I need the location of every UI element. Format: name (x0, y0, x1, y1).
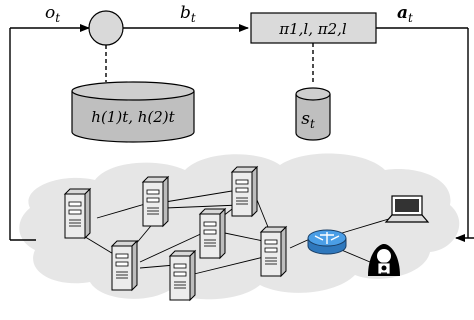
hacker-icon (368, 244, 400, 276)
observation-label: ot (45, 3, 60, 25)
server-icon (199, 208, 226, 259)
server-icon (142, 176, 169, 227)
database-icon (71, 81, 195, 143)
action-label: at (397, 3, 413, 25)
server-icon (260, 226, 287, 277)
server-icon (169, 250, 196, 301)
state-label: st (301, 109, 315, 131)
server-icon (64, 188, 91, 239)
policy-label: π1,l, π2,l (278, 20, 347, 38)
belief-label: bt (180, 3, 196, 25)
router-icon (307, 229, 347, 255)
state-cylinder (295, 87, 331, 141)
server-icon (111, 240, 138, 291)
belief-node (88, 10, 124, 46)
history-label: h(1)t, h(2)t (91, 108, 175, 126)
server-icon (231, 166, 258, 217)
laptop-icon (384, 195, 430, 223)
